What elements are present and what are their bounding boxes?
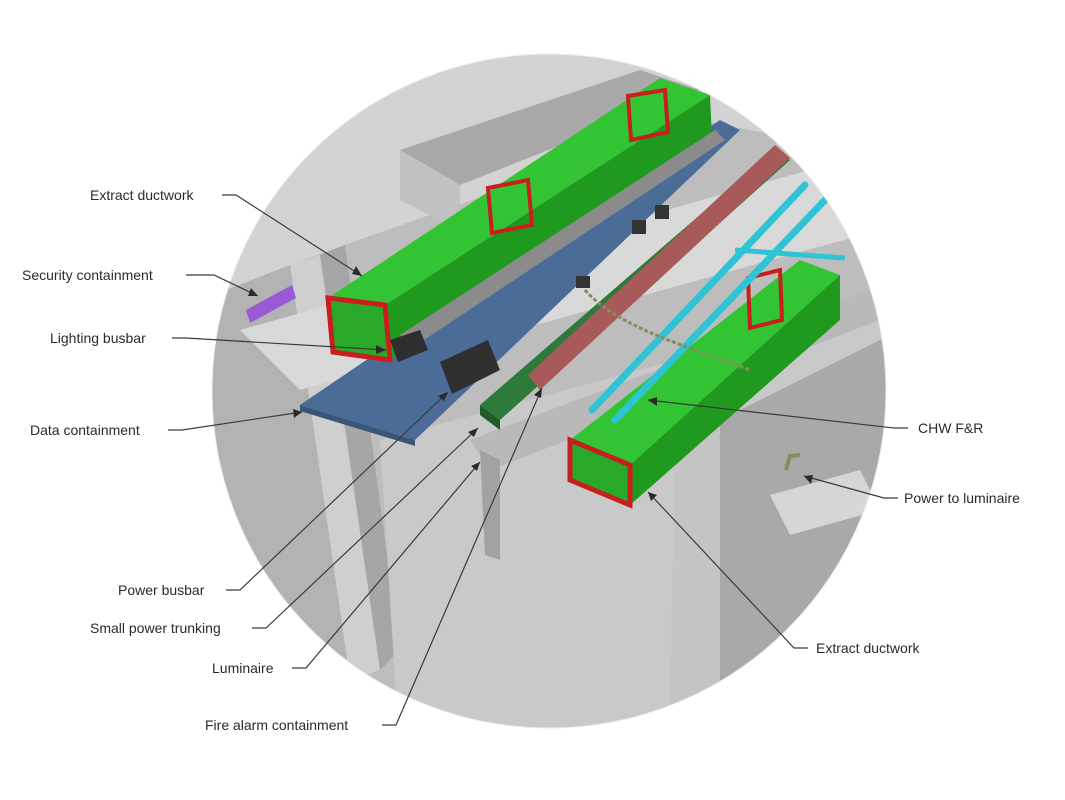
leader-lines [168, 194, 908, 726]
lighting-busbar-box [390, 330, 428, 362]
leader-small-power-trunking [252, 427, 479, 629]
lower-beam-face [480, 450, 500, 560]
label-extract-ductwork-bottom: Extract ductwork [816, 640, 920, 656]
small-power-trunking [528, 145, 790, 390]
leader-luminaire [292, 461, 481, 669]
arrowhead-extract-bottom [648, 492, 657, 501]
busbar-tap-3 [576, 276, 590, 288]
back-beam-face [400, 150, 460, 230]
leader-extract-ductwork-top [222, 194, 363, 277]
fire-alarm-containment-end [480, 405, 500, 430]
label-extract-ductwork-top: Extract ductwork [90, 187, 194, 203]
label-small-power-trunking: Small power trunking [90, 620, 221, 636]
right-column-front [670, 420, 720, 720]
security-containment-tray [246, 285, 296, 323]
label-lighting-busbar: Lighting busbar [50, 330, 146, 346]
arrowhead-fire-alarm [534, 388, 542, 398]
arrowhead-power-busbar [438, 392, 448, 401]
leader-extract-ductwork-bottom [647, 491, 808, 649]
arrowhead-luminaire [471, 462, 480, 471]
chw-branch-pipe [734, 247, 846, 261]
extract-duct-lower-side [630, 275, 840, 505]
back-beam [400, 70, 700, 185]
arrowhead-chw [648, 397, 657, 406]
extract-duct-lower-flange [745, 267, 785, 331]
arrowhead-power-lum [804, 475, 813, 484]
leader-chw-fr [647, 399, 908, 429]
arrowhead-extract-top [352, 266, 362, 276]
label-chw-fr: CHW F&R [918, 420, 984, 436]
label-security-containment: Security containment [22, 267, 153, 283]
leader-arrowheads [248, 266, 813, 501]
label-power-busbar: Power busbar [118, 582, 205, 598]
leader-lighting-busbar [172, 337, 387, 351]
leader-power-busbar [226, 391, 449, 591]
arrowhead-security [248, 288, 258, 296]
power-to-luminaire-drop [784, 453, 801, 471]
leader-security-containment [186, 274, 259, 297]
extract-duct-top-face [328, 78, 710, 305]
label-luminaire: Luminaire [212, 660, 274, 676]
arrowhead-data [293, 409, 302, 418]
leader-data-containment [168, 411, 303, 431]
leader-power-to-luminaire [803, 475, 898, 499]
arrowhead-small-power [468, 428, 478, 437]
power-busbar-box [440, 340, 500, 394]
extract-duct-flange-2 [625, 87, 671, 143]
extract-duct-lower-end [567, 436, 633, 509]
busbar-tap-1 [632, 220, 646, 234]
label-data-containment: Data containment [30, 422, 140, 438]
cable-tray-grey [400, 130, 725, 348]
data-tray-edge [300, 405, 415, 446]
busbar-tap-2 [655, 205, 669, 219]
extract-duct-flange [485, 177, 535, 236]
leader-fire-alarm-containment [382, 387, 543, 726]
power-to-luminaire-flex [583, 289, 751, 372]
extract-duct-lower-top [570, 260, 840, 465]
label-power-to-luminaire: Power to luminaire [904, 490, 1020, 506]
chw-flow-pipe [588, 181, 809, 414]
arrowhead-lighting [376, 345, 386, 354]
label-fire-alarm-containment: Fire alarm containment [205, 717, 349, 733]
ceiling-void-view [212, 54, 886, 728]
right-bracket [770, 470, 880, 535]
view-circle-outline [211, 53, 887, 729]
extract-duct-end [325, 295, 393, 363]
chw-return-pipe [611, 196, 829, 424]
